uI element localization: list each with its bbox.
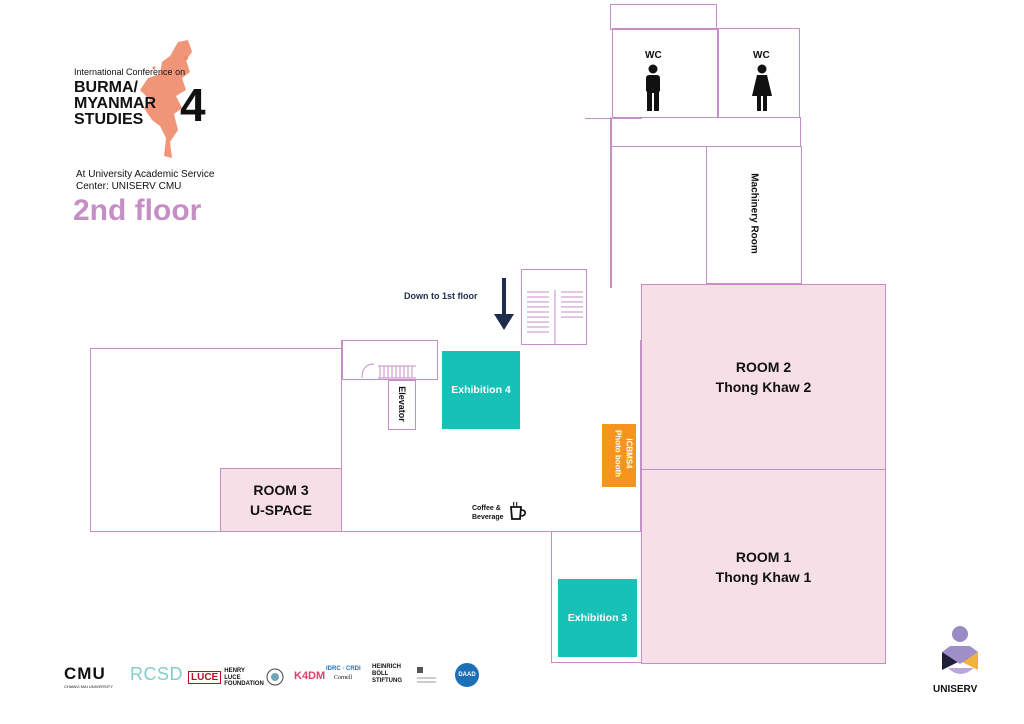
k4dm-logo: K4DM [294,670,326,682]
cmu-logo: CMU CHIANG MAI UNIVERSITY [64,664,114,689]
venue-line-1: At University Academic Service [76,169,215,180]
machinery-room-label: Machinery Room [748,173,760,254]
hbs-line-3: STIFTUNG [372,678,402,684]
university-logo [417,667,436,683]
hbs-line-1: HEINRICH [372,664,402,670]
elevator-lobby [342,340,438,380]
central-hall [341,340,641,532]
wc-men-room [612,28,718,118]
title-line-3: STUDIES [74,111,144,128]
stairwell [521,269,587,345]
luce-logo: LUCE HENRY LUCE FOUNDATION [188,668,264,688]
elevator-stairs-icon [361,363,416,379]
floor-title: 2nd floor [73,194,202,227]
exhibition-3[interactable]: Exhibition 3 [558,579,637,657]
exhibition-4[interactable]: Exhibition 4 [442,351,520,429]
stairs-icon [527,290,583,345]
rcsd-logo: RCSD [130,664,184,684]
arrow-down-icon [494,278,514,330]
cornell-logo: Cornell [334,675,352,681]
woman-icon [752,64,772,111]
daad-logo-text: DAAD [458,672,476,678]
corridor-vertical [586,118,642,288]
wc-women-label: WC [753,50,770,61]
uniserv-logo [942,626,978,674]
down-label: Down to 1st floor [404,291,478,301]
uniserv-text: UNISERV [933,684,978,695]
luce-text-3: FOUNDATION [224,681,264,687]
room-3-name: ROOM 3 [253,482,309,498]
room-2-subtitle: Thong Khaw 2 [715,379,812,395]
burma-map-graphic [140,40,192,158]
venue-line-2: Center: UNISERV CMU [76,181,182,192]
room-1-name: ROOM 1 [735,548,792,565]
elevator-shaft [388,380,416,430]
edition-number: 4 [180,79,206,131]
room-2[interactable]: ROOM 2 Thong Khaw 2 [641,284,886,470]
room-2-name: ROOM 2 [735,359,792,375]
daad-logo: DAAD [455,663,479,687]
hbs-line-2: BÖLL [372,671,389,677]
elevator-label: Elevator [397,386,407,422]
corridor-right-edge [610,118,612,288]
photo-booth-label-1: ICBMS4 [624,438,634,469]
cmu-logo-text: CMU [64,664,106,683]
man-icon [646,64,660,111]
wc-corridor-top [610,4,717,30]
photo-booth-label-2: Photo booth [613,429,623,478]
room-1[interactable]: ROOM 1 Thong Khaw 1 [641,469,886,664]
luce-text-1: HENRY [224,668,246,674]
title-line-2: MYANMAR [74,95,157,112]
luce-text-2: LUCE [224,674,241,681]
coffee-cup-icon [510,501,526,520]
title-line-1: BURMA/ [74,79,138,96]
luce-mark: LUCE [188,671,222,685]
cmu-logo-sub: CHIANG MAI UNIVERSITY [64,684,113,689]
corridor-left-edge [585,118,611,119]
photo-booth[interactable] [602,424,636,487]
hbs-logo: HEINRICH BÖLL STIFTUNG [372,664,402,685]
room-3-subtitle: U-SPACE [250,502,312,518]
wc-men-label: WC [645,50,662,61]
seal-logo [266,668,284,686]
coffee-label-1: Coffee & [472,505,501,512]
room-1-subtitle: Thong Khaw 1 [715,568,812,585]
coffee-label-2: Beverage [472,514,504,521]
wc-women-room [718,28,800,118]
idrc-logo: IDRC · CRDI [326,666,361,672]
conference-line: International Conference on [74,67,186,77]
machinery-room [706,146,802,284]
room-3[interactable]: ROOM 3 U-SPACE [220,468,342,532]
